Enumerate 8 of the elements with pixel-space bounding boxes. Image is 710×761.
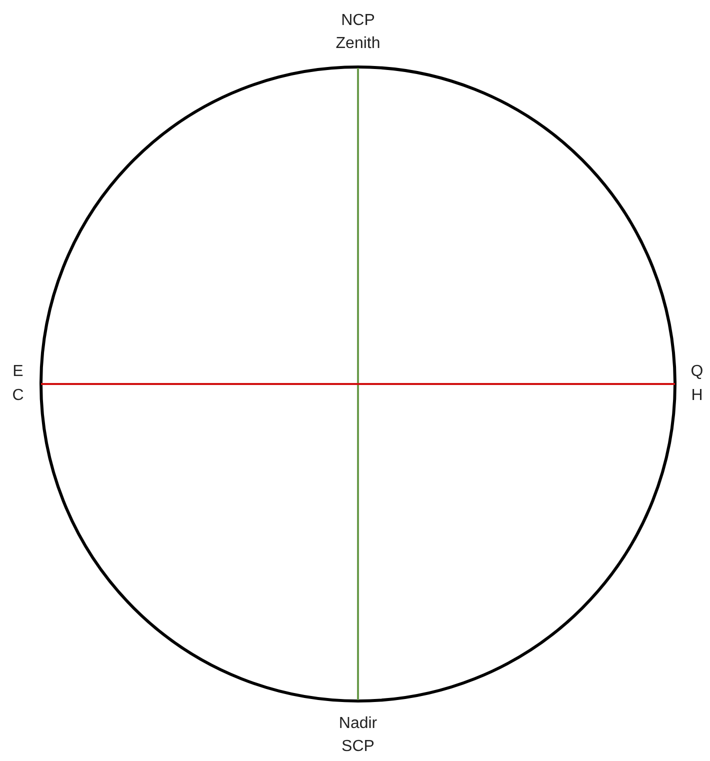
point-label: Nadir: [338, 715, 378, 733]
point-label: Q: [690, 363, 704, 381]
point-label: E: [12, 363, 24, 381]
point-label: Zenith: [336, 35, 380, 53]
point-label: NCP: [341, 12, 375, 30]
point-label: SCP: [342, 738, 374, 756]
point-label: C: [12, 387, 24, 405]
point-label: H: [691, 387, 703, 405]
